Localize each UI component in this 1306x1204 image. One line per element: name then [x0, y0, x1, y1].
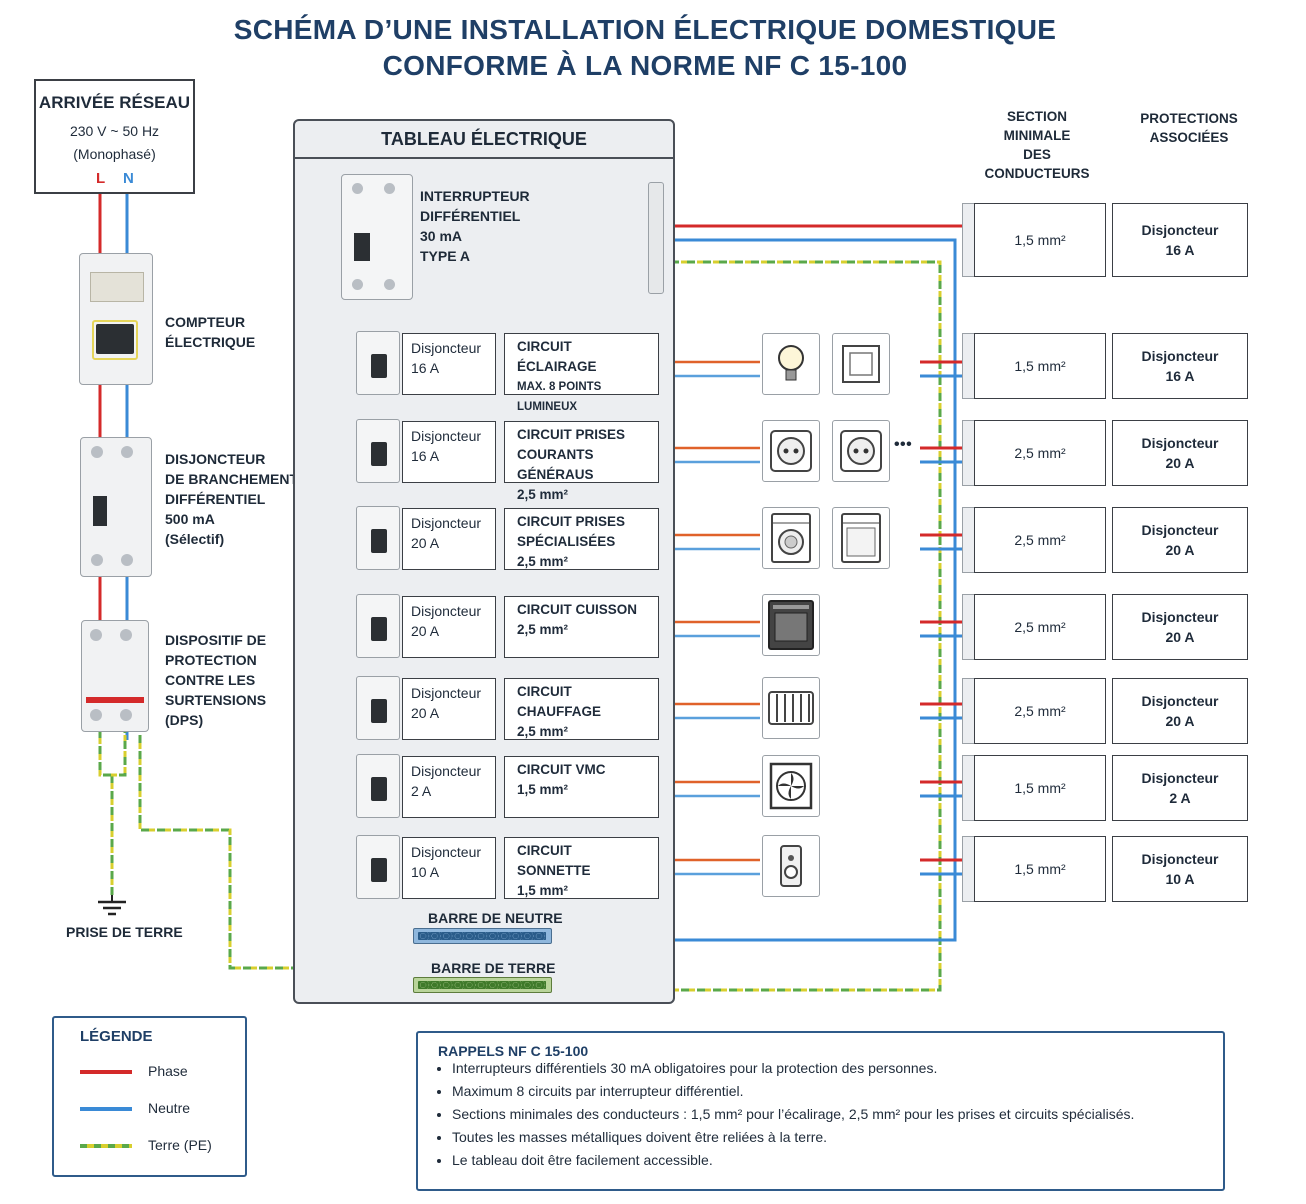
legend-earth-label: Terre (PE) [148, 1137, 212, 1153]
supply-title: ARRIVÉE RÉSEAU [38, 93, 191, 112]
neutral-label: N [123, 170, 134, 187]
supply-type: (Monophasé) [73, 146, 156, 162]
rappels-list: Interrupteurs différentiels 30 mA obliga… [420, 1057, 1134, 1172]
earth-label: PRISE DE TERRE [66, 924, 183, 940]
legend-title: LÉGENDE [80, 1028, 153, 1045]
legend: LÉGENDE Phase Neutre Terre (PE) [52, 1016, 247, 1177]
dishwasher-icon [832, 507, 890, 569]
page-title: SCHÉMA D’UNE INSTALLATION ÉLECTRIQUE DOM… [233, 14, 1057, 45]
rcd-terminal-block [648, 182, 664, 294]
washing-machine-icon [762, 507, 820, 569]
legend-neutral-label: Neutre [148, 1100, 191, 1116]
neutral-bar [413, 928, 552, 944]
main-breaker-device [80, 437, 152, 577]
rappel-item: Le tableau doit être facilement accessib… [452, 1149, 1134, 1172]
rappels-title: RAPPELS NF C 15-100 [438, 1043, 589, 1059]
doorbell-icon [762, 835, 820, 897]
earth-bar-label: BARRE DE TERRE [431, 960, 556, 976]
legend-neutral-swatch [80, 1107, 132, 1111]
socket-icon [762, 420, 820, 482]
circuit-breaker-device [356, 835, 400, 899]
more-outlets-ellipsis: • • • [894, 436, 912, 453]
rappels-box: RAPPELS NF C 15-100 Interrupteurs différ… [416, 1031, 1225, 1191]
section-cell: 2,5 mm² [974, 594, 1106, 660]
dps-earth-wire [98, 730, 127, 777]
supply-box: ARRIVÉE RÉSEAU 230 V ~ 50 Hz (Monophasé)… [34, 79, 195, 194]
ground-symbol [98, 895, 126, 916]
legend-earth-swatch [80, 1144, 132, 1148]
circuit-breaker-device [356, 676, 400, 740]
section-cell: 1,5 mm² [974, 203, 1106, 277]
circuit-lines [658, 360, 968, 876]
surge-protector-device [81, 620, 149, 732]
page-subtitle: CONFORME À LA NORME NF C 15-100 [382, 50, 908, 81]
rappel-item: Sections minimales des conducteurs : 1,5… [452, 1103, 1134, 1126]
panel-title: TABLEAU ÉLECTRIQUE [381, 129, 587, 149]
supply-voltage: 230 V ~ 50 Hz [69, 123, 160, 139]
phase-label: L [96, 170, 106, 187]
section-cell: 1,5 mm² [974, 836, 1106, 902]
radiator-icon [762, 677, 820, 739]
socket-icon [832, 420, 890, 482]
circuit-breaker-device [356, 506, 400, 570]
rappel-item: Toutes les masses métalliques doivent êt… [452, 1126, 1134, 1149]
legend-phase-label: Phase [148, 1063, 188, 1079]
neutral-bar-label: BARRE DE NEUTRE [428, 910, 563, 926]
circuit-breaker-device [356, 594, 400, 658]
rappel-item: Maximum 8 circuits par interrupteur diff… [452, 1080, 1134, 1103]
fan-icon [762, 755, 820, 817]
section-cell: 2,5 mm² [974, 507, 1106, 573]
circuit-breaker-device [356, 419, 400, 483]
section-cell: 2,5 mm² [974, 678, 1106, 744]
section-cell: 1,5 mm² [974, 755, 1106, 821]
section-cell: 1,5 mm² [974, 333, 1106, 399]
section-cell: 2,5 mm² [974, 420, 1106, 486]
legend-phase-swatch [80, 1070, 132, 1074]
meter-device [79, 253, 153, 385]
rcd-device [341, 174, 413, 300]
circuit-breaker-device [356, 331, 400, 395]
rappel-item: Interrupteurs différentiels 30 mA obliga… [452, 1057, 1134, 1080]
circuit-breaker-device [356, 754, 400, 818]
switch-icon [832, 333, 890, 395]
bulb-icon [762, 333, 820, 395]
earth-bar [413, 977, 552, 993]
oven-icon [762, 594, 820, 656]
